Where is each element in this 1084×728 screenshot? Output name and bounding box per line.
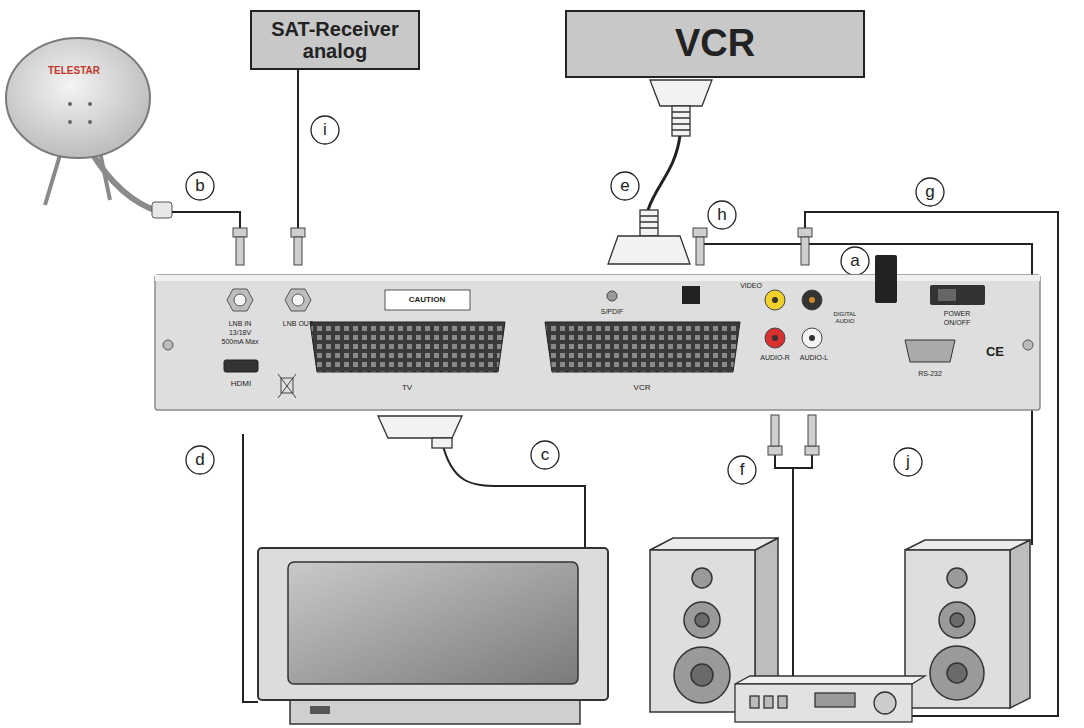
callout-letter: i — [323, 121, 327, 140]
port-label: S/PDIF — [601, 308, 624, 316]
amplifier — [735, 676, 925, 722]
callout-letter: j — [906, 453, 910, 472]
port-label: LNB IN — [229, 320, 252, 328]
callout-letter: a — [850, 252, 859, 271]
certification-mark: CE — [986, 345, 1004, 359]
device-box: VCR — [565, 10, 865, 78]
port-label: LNB OUT — [283, 320, 313, 328]
port-label: 500mA Max — [222, 338, 259, 346]
television — [258, 548, 608, 724]
port-label: AUDIO-R — [760, 354, 790, 362]
port-label: VCR — [634, 384, 651, 393]
callout-letter: c — [541, 446, 550, 465]
device-name: VCR — [675, 23, 755, 65]
port-label: ON/OFF — [944, 319, 970, 327]
port-label: AUDIO-L — [800, 354, 828, 362]
port-label: HDMI — [231, 380, 251, 389]
callout-letter: h — [717, 206, 726, 225]
brand-logo: TELESTAR — [48, 65, 100, 76]
port-label: VIDEO — [740, 282, 762, 290]
callout-letter: e — [620, 177, 629, 196]
callout-letter: g — [925, 183, 934, 202]
port-label: TV — [402, 384, 412, 393]
device-name: SAT-Receiver analog — [260, 18, 410, 62]
callout-letter: d — [195, 451, 204, 470]
port-label: 13/18V — [229, 329, 251, 337]
callout-letter: b — [195, 177, 204, 196]
port-label: RS-232 — [918, 370, 942, 378]
port-label: DIGITAL AUDIO — [827, 311, 863, 324]
receiver-back-panel — [155, 255, 1040, 410]
device-box: SAT-Receiver analog — [250, 10, 420, 70]
warning-label: CAUTION — [409, 296, 445, 305]
callout-letter: f — [740, 461, 745, 480]
port-label: POWER — [944, 310, 970, 318]
satellite-dish — [6, 38, 172, 218]
